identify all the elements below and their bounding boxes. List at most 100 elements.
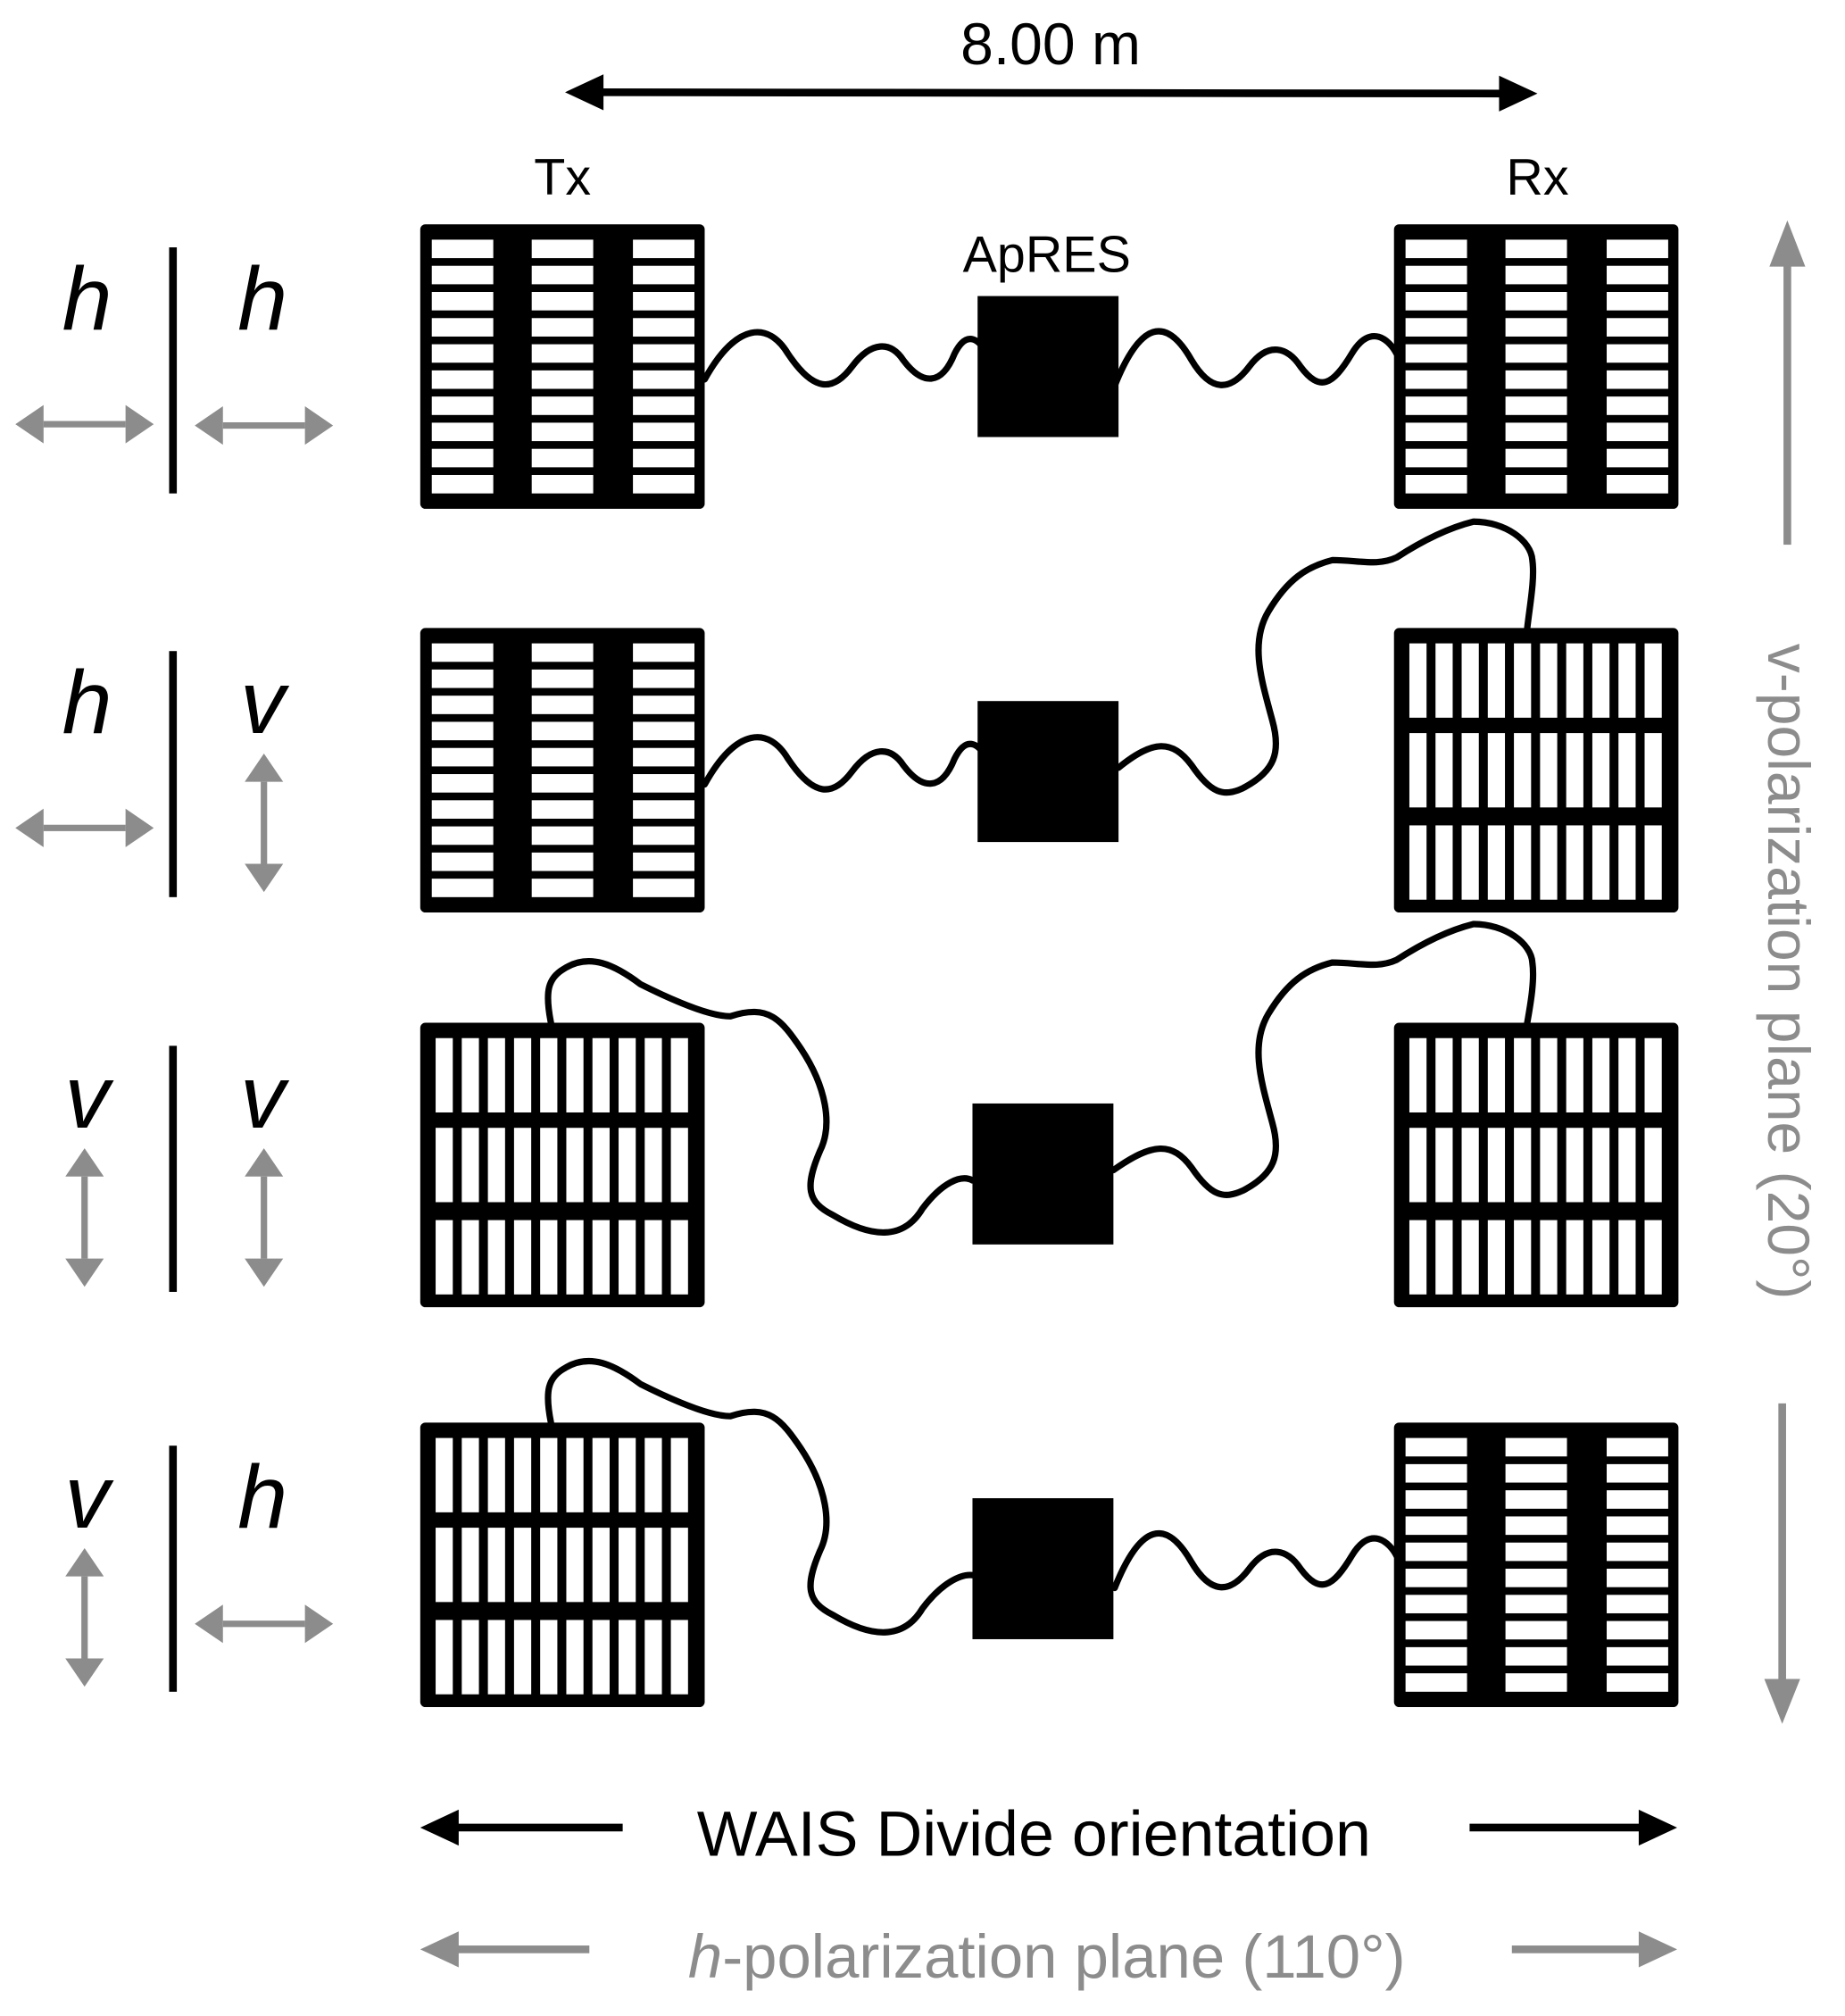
- dipole-element: [1540, 733, 1558, 808]
- dipole-element: [487, 1037, 505, 1112]
- dipole-element: [1487, 825, 1506, 900]
- dipole-element: [633, 669, 694, 688]
- dipole-element: [1540, 643, 1558, 718]
- tx-pol-horizontal-arrow-icon: [15, 404, 154, 444]
- dipole-element: [619, 1437, 636, 1512]
- dipole-element: [592, 1620, 610, 1695]
- dipole-element: [633, 800, 694, 819]
- separator: [169, 1045, 178, 1292]
- dipole-element: [531, 774, 594, 793]
- dipole-element: [619, 1220, 636, 1295]
- dipole-element: [531, 852, 594, 871]
- dipole-element: [1644, 733, 1662, 808]
- dipole-element: [540, 1128, 558, 1203]
- h-plane-italic: h: [688, 1922, 722, 1991]
- dipole-element: [1618, 733, 1636, 808]
- dipole-element: [431, 696, 494, 714]
- dipole-element: [633, 370, 694, 389]
- dipole-element: [1461, 1128, 1479, 1203]
- dipole-element: [1607, 1490, 1668, 1509]
- tx-antenna: [420, 224, 705, 509]
- dipole-element: [1540, 1037, 1558, 1112]
- dipole-element: [1487, 733, 1506, 808]
- dipole-element: [1461, 733, 1479, 808]
- dipole-element: [531, 318, 594, 337]
- tx-cable: [701, 734, 990, 793]
- dipole-element: [1405, 1595, 1467, 1613]
- apres-unit: [972, 1498, 1114, 1639]
- dipole-element: [1505, 1673, 1567, 1692]
- dipole-element: [513, 1620, 532, 1695]
- rx-cable: [1111, 1530, 1400, 1592]
- rx-label: Rx: [1506, 149, 1568, 206]
- dipole-element: [633, 643, 694, 662]
- dipole-element: [1592, 825, 1610, 900]
- dipole-element: [1505, 1542, 1567, 1562]
- dipole-element: [431, 747, 494, 767]
- dipole-element: [633, 474, 694, 494]
- dipole-element: [431, 265, 494, 285]
- dipole-element: [1405, 370, 1467, 389]
- dipole-element: [1435, 643, 1453, 718]
- apres-unit: [972, 1103, 1114, 1245]
- dipole-element: [531, 800, 594, 819]
- dipole-element: [1607, 1646, 1668, 1666]
- apres-label: ApRES: [963, 226, 1131, 283]
- dipole-element: [431, 669, 494, 688]
- dipole-element: [1540, 1220, 1558, 1295]
- apres-unit: [977, 701, 1119, 843]
- tx-antenna: [420, 1422, 705, 1708]
- dipole-element: [633, 396, 694, 415]
- dipole-element: [633, 747, 694, 767]
- tx-pol-label: v: [64, 1047, 114, 1147]
- dipole-element: [592, 1528, 610, 1603]
- dipole-element: [431, 318, 494, 337]
- dipole-element: [431, 879, 494, 897]
- dipole-element: [1644, 1037, 1662, 1112]
- dipole-element: [1618, 825, 1636, 900]
- rx-antenna: [1393, 224, 1679, 509]
- dipole-element: [1461, 825, 1479, 900]
- dipole-element: [487, 1220, 505, 1295]
- dipole-element: [1607, 396, 1668, 415]
- dipole-element: [431, 239, 494, 259]
- dipole-element: [1592, 1220, 1610, 1295]
- rx-pol-label: h: [237, 249, 287, 349]
- rx-antenna: [1393, 1422, 1679, 1708]
- dipole-element: [1505, 1646, 1567, 1666]
- rx-pol-horizontal-arrow-icon: [195, 406, 334, 446]
- dipole-element: [531, 265, 594, 285]
- dipole-element: [670, 1528, 688, 1603]
- dipole-element: [431, 774, 494, 793]
- dipole-element: [1505, 396, 1567, 415]
- dipole-element: [1566, 825, 1583, 900]
- dipole-element: [1405, 396, 1467, 415]
- dipole-element: [436, 1620, 453, 1695]
- dipole-element: [513, 1128, 532, 1203]
- dipole-element: [1409, 1220, 1427, 1295]
- dipole-element: [566, 1220, 584, 1295]
- dipole-element: [1540, 825, 1558, 900]
- dipole-element: [531, 669, 594, 688]
- dipole-element: [1505, 239, 1567, 259]
- dipole-element: [436, 1128, 453, 1203]
- dipole-element: [436, 1037, 453, 1112]
- dipole-element: [461, 1437, 479, 1512]
- dipole-element: [531, 422, 594, 442]
- tx-cable: [544, 1357, 977, 1636]
- dipole-element: [633, 422, 694, 442]
- dipole-element: [1592, 1037, 1610, 1112]
- v-plane-label: v-polarization plane (20°): [1756, 644, 1822, 1300]
- dipole-element: [633, 774, 694, 793]
- dipole-element: [1505, 448, 1567, 468]
- dipole-element: [1505, 318, 1567, 337]
- dipole-element: [1505, 370, 1567, 389]
- dipole-element: [431, 826, 494, 846]
- dipole-element: [531, 396, 594, 415]
- dipole-element: [540, 1528, 558, 1603]
- tx-label: Tx: [534, 149, 591, 206]
